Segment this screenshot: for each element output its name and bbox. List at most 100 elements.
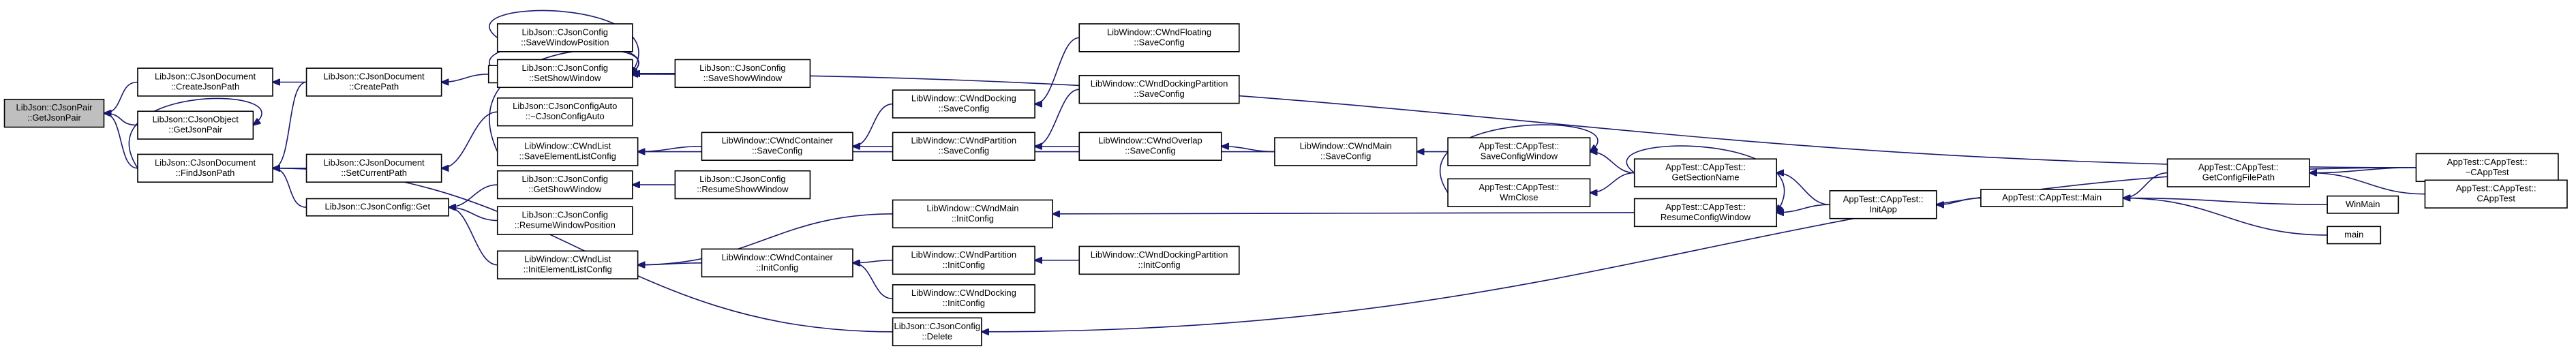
node-n32[interactable]: AppTest::CAppTest::GetSectionName: [1633, 158, 1778, 187]
node-box[interactable]: [496, 250, 639, 279]
node-n28[interactable]: LibWindow::CWndDockingPartition::InitCon…: [1078, 245, 1240, 275]
node-label-line: WmClose: [1500, 192, 1538, 202]
node-n10[interactable]: LibJson::CJsonConfig::SetShowWindow: [496, 59, 633, 89]
node-n14[interactable]: LibWindow::CWndList::InitElementListConf…: [496, 250, 639, 279]
node-box[interactable]: [2327, 195, 2399, 214]
node-label-line: LibWindow::CWndMain: [926, 203, 1018, 213]
node-label-line: LibJson::CJsonDocument: [155, 71, 256, 81]
node-n35[interactable]: AppTest::CAppTest::Main: [1980, 189, 2124, 207]
node-n17[interactable]: LibWindow::CWndContainer::SaveConfig: [701, 132, 853, 161]
node-box[interactable]: [496, 206, 633, 235]
edge-n26-to-n20: [1035, 89, 1080, 147]
node-box[interactable]: [892, 317, 982, 347]
node-n30[interactable]: AppTest::CAppTest::SaveConfigWindow: [1447, 137, 1591, 166]
node-box[interactable]: [305, 153, 442, 183]
node-box[interactable]: [496, 97, 633, 127]
node-box[interactable]: [305, 67, 442, 97]
node-box[interactable]: [892, 245, 1035, 275]
node-n29[interactable]: LibWindow::CWndMain::SaveConfig: [1274, 137, 1418, 166]
node-n23[interactable]: LibWindow::CWndDocking::InitConfig: [892, 284, 1035, 314]
node-n13[interactable]: LibJson::CJsonConfig::ResumeWindowPositi…: [496, 206, 633, 235]
node-n27[interactable]: LibWindow::CWndOverlap::SaveConfig: [1078, 132, 1222, 161]
node-box[interactable]: [1633, 158, 1778, 187]
node-n36[interactable]: AppTest::CAppTest::GetConfigFilePath: [2166, 158, 2310, 187]
node-n8[interactable]: LibJson::CJsonConfigAuto::~CJsonConfigAu…: [496, 97, 633, 127]
node-label-line: LibWindow::CWndList: [524, 141, 611, 151]
node-box[interactable]: [1078, 74, 1240, 104]
node-label-line: ::FindJsonPath: [176, 168, 235, 178]
node-box[interactable]: [1980, 189, 2124, 207]
node-n26[interactable]: LibWindow::CWndDockingPartition::SaveCon…: [1078, 74, 1240, 104]
node-box[interactable]: [1829, 190, 1937, 219]
node-n1[interactable]: LibJson::CJsonDocument::CreateJsonPath: [137, 67, 273, 97]
node-box[interactable]: [2424, 179, 2568, 209]
node-box[interactable]: [1078, 245, 1240, 275]
node-n11[interactable]: LibWindow::CWndList::SaveElementListConf…: [496, 137, 639, 166]
node-box[interactable]: [305, 198, 449, 217]
node-n9[interactable]: LibJson::CJsonConfig::SaveWindowPosition: [496, 23, 633, 52]
node-label-line: LibJson::CJsonConfig::Get: [324, 202, 430, 212]
node-box[interactable]: [1078, 132, 1222, 161]
node-box[interactable]: [496, 59, 633, 89]
node-label-line: LibJson::CJsonDocument: [155, 157, 256, 168]
node-label-line: ResumeConfigWindow: [1661, 212, 1751, 222]
node-n37[interactable]: WinMain: [2327, 195, 2399, 214]
node-n38[interactable]: main: [2327, 226, 2382, 245]
edge-n37-to-n35: [2123, 198, 2328, 206]
node-box[interactable]: [892, 132, 1035, 161]
node-label-line: ::ResumeWindowPosition: [515, 220, 616, 230]
node-box[interactable]: [137, 110, 254, 140]
node-box[interactable]: [892, 89, 1035, 119]
node-label-line: ::SaveConfig: [939, 104, 989, 114]
node-n33[interactable]: AppTest::CAppTest::ResumeConfigWindow: [1633, 198, 1778, 228]
node-n40[interactable]: AppTest::CAppTest::CAppTest: [2424, 179, 2568, 209]
node-box[interactable]: [137, 153, 273, 183]
node-n0[interactable]: LibJson::CJsonPair::GetJsonPair: [3, 98, 105, 128]
node-box[interactable]: [1447, 178, 1591, 207]
node-n18[interactable]: LibWindow::CWndContainer::InitConfig: [701, 248, 853, 277]
node-n20[interactable]: LibWindow::CWndPartition::SaveConfig: [892, 132, 1035, 161]
node-n25[interactable]: LibWindow::CWndFloating::SaveConfig: [1078, 23, 1240, 52]
node-box[interactable]: [2415, 153, 2559, 183]
node-box[interactable]: [701, 248, 853, 277]
node-box[interactable]: [496, 170, 633, 200]
node-box[interactable]: [2166, 158, 2310, 187]
node-label-line: ::SaveWindowPosition: [521, 37, 609, 47]
node-box[interactable]: [137, 67, 273, 97]
node-n22[interactable]: LibWindow::CWndPartition::InitConfig: [892, 245, 1035, 275]
node-n21[interactable]: LibWindow::CWndMain::InitConfig: [892, 199, 1053, 229]
node-box[interactable]: [1078, 23, 1240, 52]
node-label-line: AppTest::CAppTest::: [1843, 194, 1924, 204]
node-n15[interactable]: LibJson::CJsonConfig::SaveShowWindow: [674, 59, 811, 89]
node-n2[interactable]: LibJson::CJsonObject::GetJsonPair: [137, 110, 254, 140]
node-label-line: LibWindow::CWndDockingPartition: [1091, 78, 1228, 89]
node-box[interactable]: [1447, 137, 1591, 166]
node-box[interactable]: [3, 98, 105, 128]
node-label-line: ~CAppTest: [2466, 167, 2509, 177]
node-label-line: ::~CJsonConfigAuto: [526, 111, 605, 121]
node-box[interactable]: [1633, 198, 1778, 228]
node-n39[interactable]: AppTest::CAppTest::~CAppTest: [2415, 153, 2559, 183]
node-n5[interactable]: LibJson::CJsonDocument::SetCurrentPath: [305, 153, 442, 183]
node-n4[interactable]: LibJson::CJsonDocument::CreatePath: [305, 67, 442, 97]
node-label-line: ::SaveConfig: [752, 146, 802, 156]
node-n3[interactable]: LibJson::CJsonDocument::FindJsonPath: [137, 153, 273, 183]
node-box[interactable]: [496, 137, 639, 166]
edge-n23-to-n18: [853, 263, 893, 300]
node-n31[interactable]: AppTest::CAppTest::WmClose: [1447, 178, 1591, 207]
node-box[interactable]: [892, 199, 1053, 229]
node-box[interactable]: [674, 59, 811, 89]
node-n12[interactable]: LibJson::CJsonConfig::GetShowWindow: [496, 170, 633, 200]
node-box[interactable]: [892, 284, 1035, 314]
node-box[interactable]: [674, 170, 811, 200]
node-label-line: LibJson::CJsonConfig: [699, 174, 785, 184]
node-box[interactable]: [1274, 137, 1418, 166]
node-n24[interactable]: LibJson::CJsonConfig::Delete: [892, 317, 982, 347]
node-box[interactable]: [496, 23, 633, 52]
node-n16[interactable]: LibJson::CJsonConfig::ResumeShowWindow: [674, 170, 811, 200]
node-box[interactable]: [2327, 226, 2382, 245]
node-n34[interactable]: AppTest::CAppTest::InitApp: [1829, 190, 1937, 219]
node-box[interactable]: [701, 132, 853, 161]
node-n6[interactable]: LibJson::CJsonConfig::Get: [305, 198, 449, 217]
node-n19[interactable]: LibWindow::CWndDocking::SaveConfig: [892, 89, 1035, 119]
